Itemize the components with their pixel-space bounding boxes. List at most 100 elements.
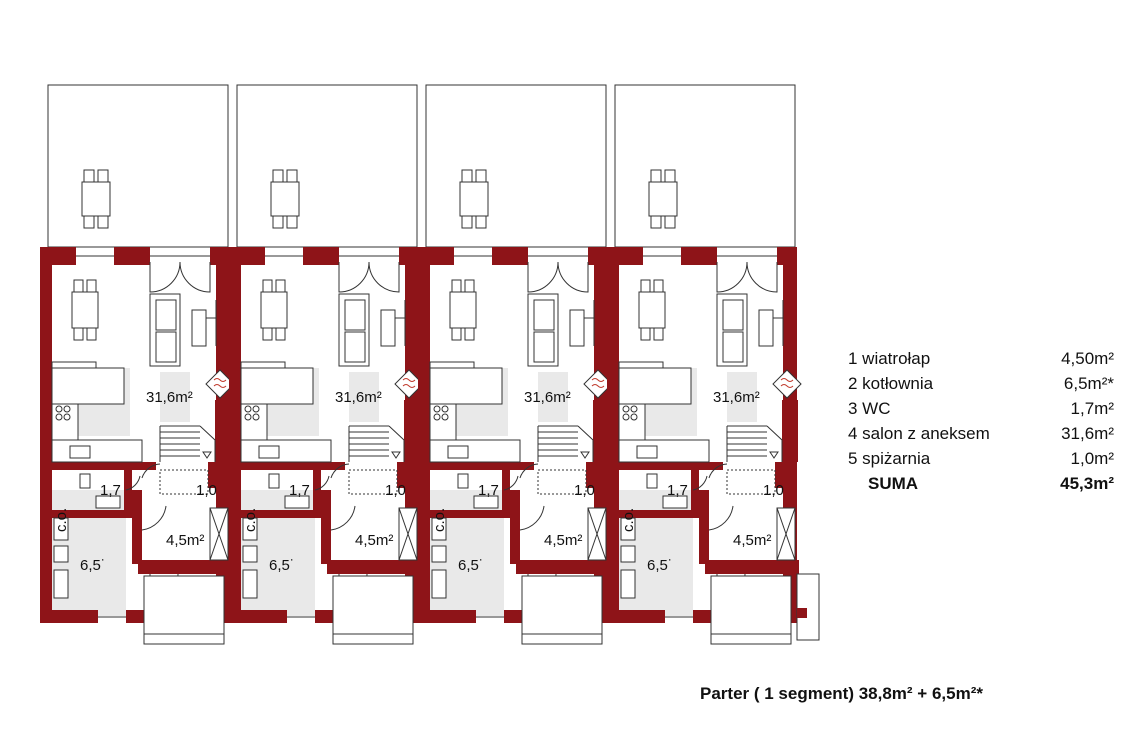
stool xyxy=(51,361,97,369)
stool xyxy=(618,361,664,369)
chair xyxy=(73,327,84,341)
hob-burner xyxy=(244,413,252,421)
storage-tank xyxy=(431,569,447,599)
sink xyxy=(636,445,658,459)
kitchen-island xyxy=(240,367,314,405)
legend-label: 5 spiżarnia xyxy=(848,449,931,468)
wall-top-right xyxy=(588,247,608,265)
wall-fireplace xyxy=(216,262,230,310)
chair xyxy=(464,279,475,293)
fire-wave xyxy=(402,378,416,388)
chair xyxy=(475,169,487,183)
fire-wave xyxy=(213,378,227,388)
boiler xyxy=(53,517,69,541)
wall-wc-top xyxy=(241,462,345,470)
wc-area-label: 1,7 xyxy=(100,482,121,499)
kitchen-cabinets xyxy=(618,439,710,463)
wall-top-left xyxy=(229,247,265,265)
legend-value: 4,50m² xyxy=(1061,349,1114,368)
chair xyxy=(640,279,651,293)
chair xyxy=(272,215,284,229)
pantry-outline xyxy=(348,469,398,495)
pantry-door xyxy=(519,463,539,479)
chair xyxy=(286,169,298,183)
salon-area-label: 31,6m² xyxy=(335,389,382,406)
wc-door xyxy=(503,475,519,491)
stair-turn xyxy=(388,425,405,462)
staircase xyxy=(348,425,405,462)
boiler-tag-label: c.o. xyxy=(620,508,637,532)
wardrobe-x xyxy=(776,507,796,561)
wall-chimney xyxy=(782,400,798,462)
boiler-room-area-label: 6,5˙ xyxy=(80,557,106,574)
wall-pantry xyxy=(397,462,407,488)
wall-hall-left xyxy=(510,490,520,564)
chair xyxy=(275,279,286,293)
terrace xyxy=(614,84,796,248)
washing-machine xyxy=(242,545,258,563)
chair xyxy=(286,215,298,229)
dining-table xyxy=(71,279,99,341)
chair xyxy=(653,279,664,293)
living-floor xyxy=(538,372,568,422)
wall-entrance xyxy=(516,560,610,574)
wall-top-left xyxy=(607,247,643,265)
boiler-room-area-label: 6,5˙ xyxy=(647,557,673,574)
wall-pantry xyxy=(208,462,218,488)
wall-wc-side xyxy=(691,462,699,518)
wall-bottom-left xyxy=(607,610,665,623)
wall-left xyxy=(229,247,241,623)
pantry-outline xyxy=(537,469,587,495)
pantry-area-label: 1,0 xyxy=(574,482,595,499)
dining-table xyxy=(81,169,111,229)
porch xyxy=(143,575,225,645)
coffee-table xyxy=(380,309,396,347)
table-top xyxy=(638,291,666,329)
fire-wave xyxy=(591,378,605,388)
wall-wc-side xyxy=(313,462,321,518)
legend-total-value: 45,3m² xyxy=(1060,474,1114,493)
stair-arrow xyxy=(391,451,401,459)
wall-top-right xyxy=(399,247,419,265)
legend-row-wiatrolap: 1 wiatrołap 4,50m² xyxy=(848,346,1118,371)
storage-tank xyxy=(620,569,636,599)
washbasin xyxy=(662,495,688,509)
wall-chimney xyxy=(215,400,231,462)
wall-wc-top xyxy=(430,462,534,470)
toilet xyxy=(79,473,91,489)
vestibule-area-label: 4,5m² xyxy=(166,532,204,549)
terrace-door-left xyxy=(149,261,181,293)
stool xyxy=(429,361,475,369)
storage-tank xyxy=(53,569,69,599)
legend-row-total: SUMA 45,3m² xyxy=(848,471,1118,496)
sofa-cushion xyxy=(344,299,366,331)
legend-label: 2 kotłownia xyxy=(848,374,934,393)
wall-wc-bottom xyxy=(619,510,691,518)
wc-door xyxy=(692,475,708,491)
living-floor xyxy=(727,372,757,422)
hall-door xyxy=(519,505,545,531)
staircase xyxy=(159,425,216,462)
sofa-cushion xyxy=(533,331,555,363)
coffee-table xyxy=(191,309,207,347)
wall-bottom-left xyxy=(418,610,476,623)
wall-wc-side xyxy=(502,462,510,518)
wall-fireplace xyxy=(783,262,797,310)
wall-bottom-mid xyxy=(315,610,335,623)
pantry-area-label: 1,0 xyxy=(385,482,406,499)
legend-value: 1,7m² xyxy=(1070,399,1114,418)
wall-top-mid xyxy=(303,247,339,265)
sofa-cushion xyxy=(155,299,177,331)
hob-burner xyxy=(433,413,441,421)
stair-arrow xyxy=(769,451,779,459)
wall-entrance xyxy=(327,560,421,574)
wall-top-right xyxy=(210,247,230,265)
vestibule-area-label: 4,5m² xyxy=(355,532,393,549)
toilet xyxy=(646,473,658,489)
stair-turn xyxy=(577,425,594,462)
washbasin xyxy=(284,495,310,509)
table-top xyxy=(270,181,300,217)
boiler-tag-label: c.o. xyxy=(431,508,448,532)
